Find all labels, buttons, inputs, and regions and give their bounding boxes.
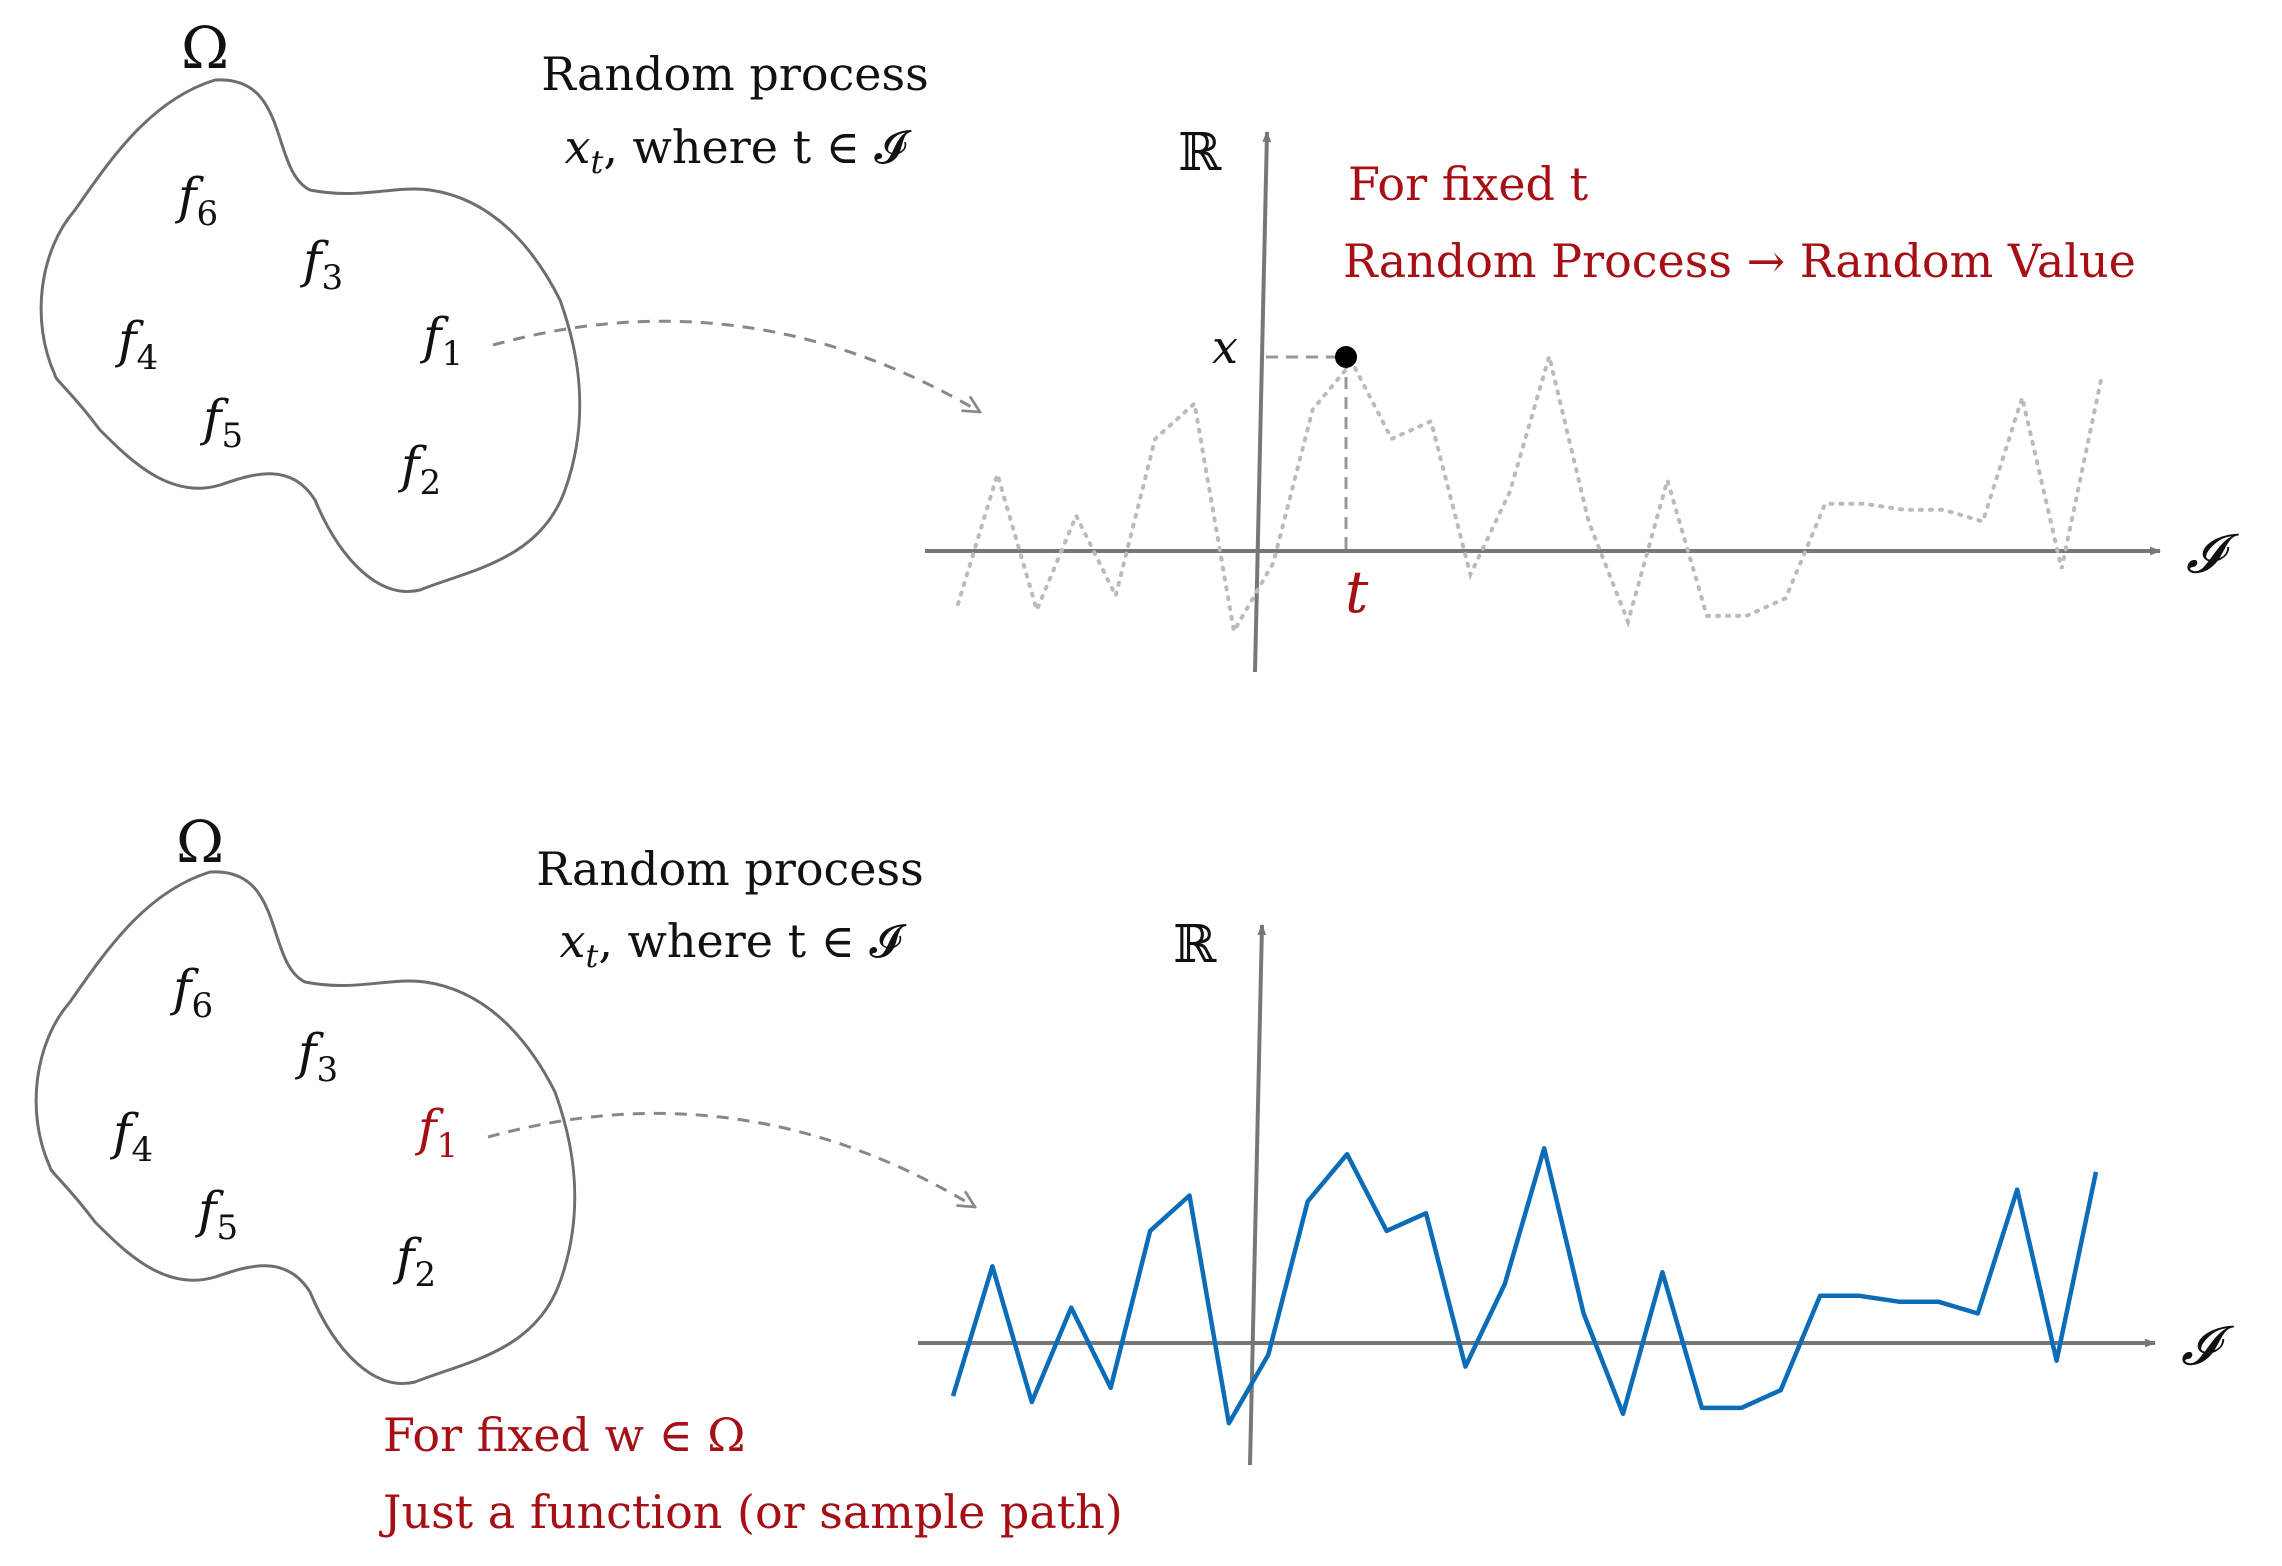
sample-path-dotted: [956, 348, 2103, 637]
svg-text:f6: f6: [174, 167, 218, 234]
x-axis-label: 𝓘: [2186, 522, 2240, 585]
process-definition: xt, where t ∈ 𝓘: [565, 120, 912, 181]
y-axis-label: ℝ: [1178, 123, 1222, 183]
svg-text:f1: f1: [414, 1099, 458, 1166]
x-axis-label: 𝓘: [2181, 1314, 2235, 1377]
svg-text:f4: f4: [109, 1103, 153, 1170]
sample-element-f1-highlighted: f1: [414, 1099, 458, 1166]
y-axis-label: ℝ: [1173, 915, 1217, 975]
svg-text:f1: f1: [419, 307, 463, 374]
sample-element-f2: f2: [392, 1228, 436, 1295]
process-title: Random process: [536, 842, 923, 896]
sample-space-blob: [39, 78, 582, 593]
y-axis: [1248, 923, 1267, 1466]
svg-text:f2: f2: [392, 1228, 436, 1295]
mapping-arrow: [492, 319, 980, 412]
sample-element-f4: f4: [114, 311, 158, 378]
svg-text:f3: f3: [294, 1023, 338, 1090]
sample-path-solid: [950, 1146, 2099, 1426]
annotation-sample-path: Just a function (or sample path): [379, 1485, 1123, 1539]
svg-text:f3: f3: [299, 231, 343, 298]
svg-text:f6: f6: [169, 959, 213, 1026]
annotation-random-value: Random Process → Random Value: [1343, 234, 2136, 288]
svg-text:f5: f5: [194, 1181, 238, 1248]
sample-element-f3: f3: [294, 1023, 338, 1090]
sample-element-f3: f3: [299, 231, 343, 298]
sample-space-blob: [34, 870, 577, 1385]
svg-text:f4: f4: [114, 311, 158, 378]
sample-element-f4: f4: [109, 1103, 153, 1170]
sample-element-f6: f6: [169, 959, 213, 1026]
process-title: Random process: [541, 47, 928, 101]
annotation-fixed-w: For fixed w ∈ Ω: [383, 1408, 745, 1462]
sample-element-f6: f6: [174, 167, 218, 234]
svg-text:f5: f5: [199, 389, 243, 456]
fixed-t-label: t: [1345, 558, 1369, 626]
point-value-label: x: [1212, 320, 1238, 374]
sample-element-f5: f5: [199, 389, 243, 456]
mapping-arrow: [487, 1111, 975, 1207]
process-definition: xt, where t ∈ 𝓘: [560, 914, 907, 975]
random-value-point: [1335, 346, 1357, 368]
panel-fixed-w: Ω f6 f3 f4 f1 f5 f2 Random process xt, w…: [34, 808, 2235, 1539]
sample-element-f1: f1: [419, 307, 463, 374]
svg-text:f2: f2: [397, 436, 441, 503]
omega-label: Ω: [181, 14, 229, 82]
sample-element-f5: f5: [194, 1181, 238, 1248]
y-axis: [1253, 130, 1272, 673]
sample-element-f2: f2: [397, 436, 441, 503]
annotation-fixed-t: For fixed t: [1348, 157, 1589, 211]
omega-label: Ω: [176, 808, 224, 876]
panel-fixed-t: Ω f6 f3 f4 f1 f5 f2 Random process xt, w…: [39, 14, 2240, 673]
